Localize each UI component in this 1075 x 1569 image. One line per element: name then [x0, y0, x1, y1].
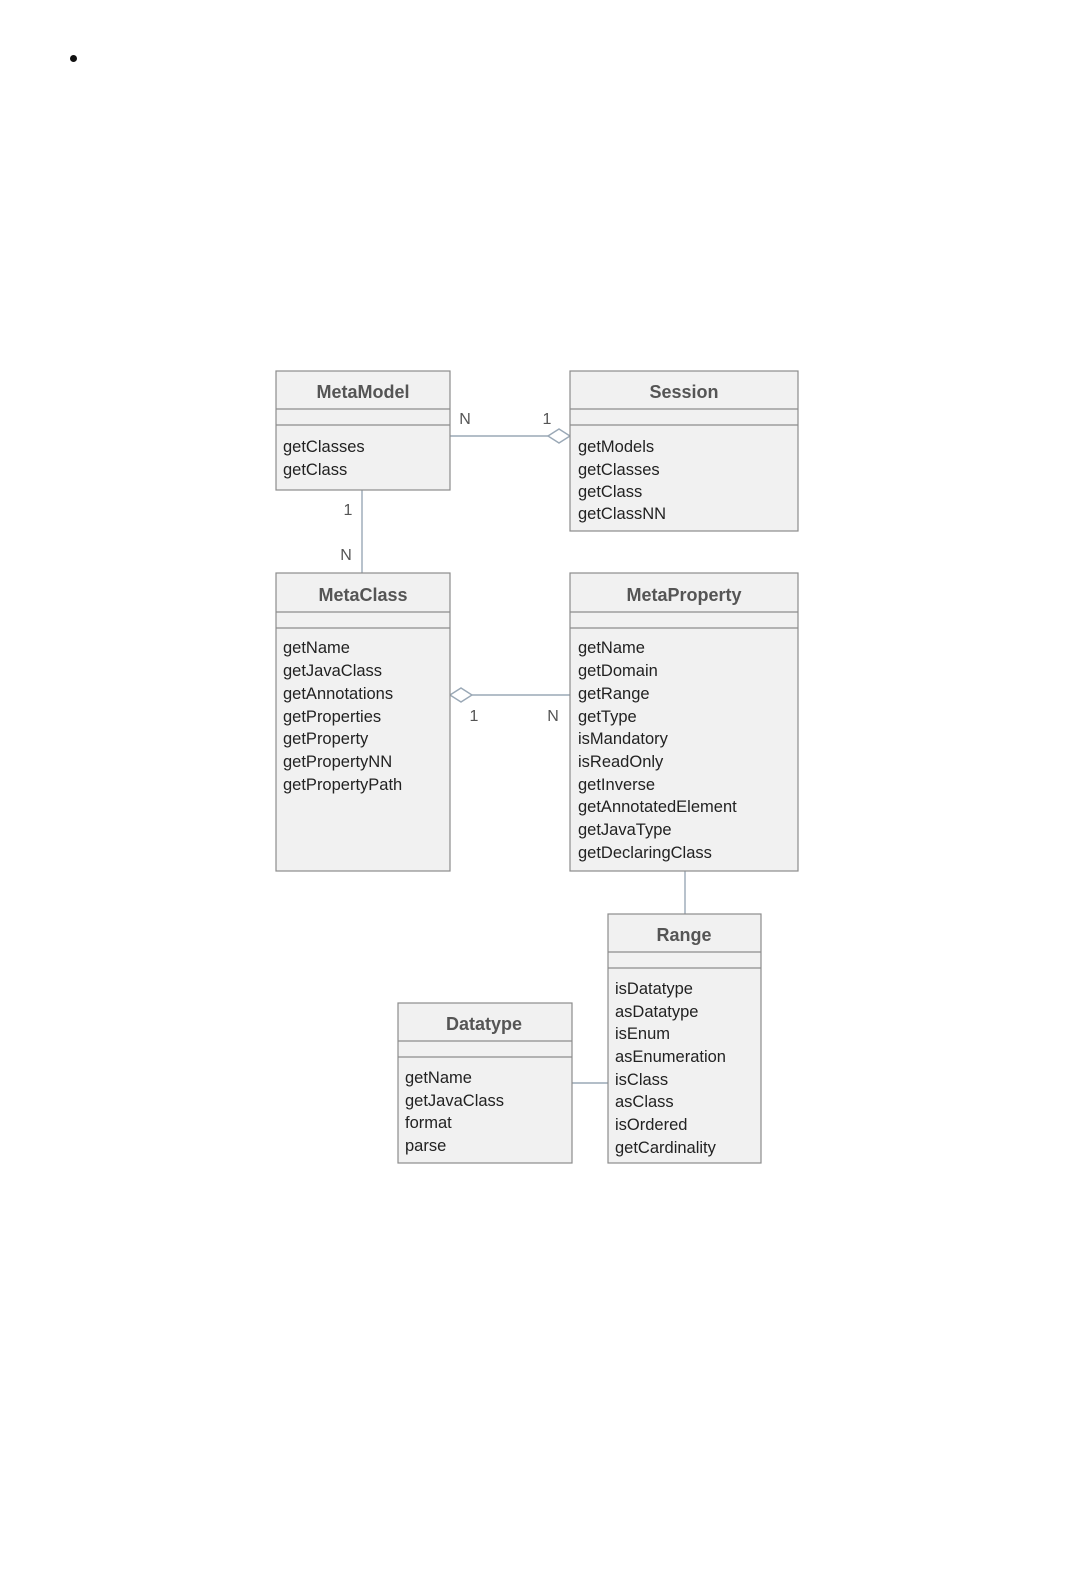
method-label: getRange — [578, 685, 650, 703]
class-title: Range — [656, 925, 711, 945]
aggregation-diamond-metaclass — [448, 687, 474, 703]
method-label: getName — [578, 639, 645, 657]
class-title: Session — [649, 382, 718, 402]
method-label: getAnnotations — [283, 685, 393, 703]
method-label: getProperty — [283, 730, 369, 748]
aggregation-diamond-session — [546, 428, 572, 444]
method-label: isOrdered — [615, 1116, 687, 1134]
connector-metamodel-session: N 1 — [450, 411, 572, 444]
method-label: getClass — [578, 483, 642, 501]
method-label: getJavaClass — [283, 662, 382, 680]
method-label: getDomain — [578, 662, 658, 680]
multiplicity-session-1: 1 — [543, 411, 552, 428]
multiplicity-metaclass-1: 1 — [470, 708, 479, 725]
method-label: getModels — [578, 438, 654, 456]
method-label: getDeclaringClass — [578, 844, 712, 862]
multiplicity-metamodel-n: N — [459, 411, 471, 428]
method-label: isReadOnly — [578, 753, 664, 771]
method-label: getJavaType — [578, 821, 672, 839]
method-label: parse — [405, 1137, 446, 1155]
method-label: asEnumeration — [615, 1048, 726, 1066]
method-label: isClass — [615, 1071, 668, 1089]
method-label: getAnnotatedElement — [578, 798, 737, 816]
method-label: isDatatype — [615, 980, 693, 998]
method-label: getClassNN — [578, 505, 666, 523]
method-label: getInverse — [578, 776, 655, 794]
class-title: MetaModel — [316, 382, 409, 402]
class-title: MetaProperty — [626, 585, 741, 605]
class-box-metaclass: MetaClass getName getJavaClass getAnnota… — [275, 572, 451, 872]
multiplicity-metaproperty-n: N — [547, 708, 559, 725]
class-title: MetaClass — [318, 585, 407, 605]
method-label: getCardinality — [615, 1139, 717, 1157]
method-label: isMandatory — [578, 730, 669, 748]
connector-metamodel-metaclass: 1 N — [340, 490, 363, 573]
method-label: getJavaClass — [405, 1092, 504, 1110]
connector-metaclass-metaproperty: 1 N — [448, 687, 570, 725]
method-label: asClass — [615, 1093, 674, 1111]
method-label: getName — [405, 1069, 472, 1087]
method-label: getType — [578, 708, 637, 726]
class-box-session: Session getModels getClasses getClass ge… — [569, 370, 799, 532]
multiplicity-metaclass-n: N — [340, 547, 352, 564]
class-box-metaproperty: MetaProperty getName getDomain getRange … — [569, 572, 799, 872]
method-label: getClasses — [283, 438, 365, 456]
class-box-range: Range isDatatype asDatatype isEnum asEnu… — [607, 913, 762, 1164]
method-label: getProperties — [283, 708, 381, 726]
method-label: getPropertyPath — [283, 776, 402, 794]
class-box-metamodel: MetaModel getClasses getClass — [275, 370, 451, 491]
method-label: getPropertyNN — [283, 753, 392, 771]
method-label: format — [405, 1114, 452, 1132]
method-label: asDatatype — [615, 1003, 698, 1021]
method-label: getClass — [283, 461, 347, 479]
class-title: Datatype — [446, 1014, 522, 1034]
method-label: getName — [283, 639, 350, 657]
method-label: getClasses — [578, 461, 660, 479]
method-label: isEnum — [615, 1025, 670, 1043]
class-box-datatype: Datatype getName getJavaClass format par… — [397, 1002, 573, 1164]
list-bullet — [70, 55, 77, 62]
multiplicity-metamodel-1: 1 — [344, 502, 353, 519]
